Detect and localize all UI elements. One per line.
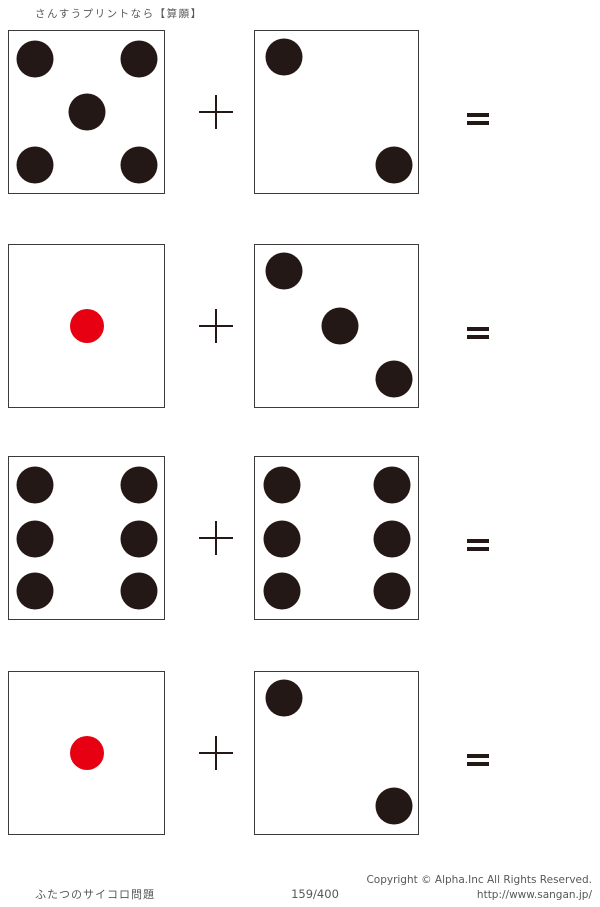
black-pip: [263, 466, 301, 504]
right-die-4-value-2: [254, 671, 419, 835]
plus-icon: [199, 736, 233, 770]
black-pip: [16, 520, 54, 558]
black-pip: [120, 466, 158, 504]
black-pip: [68, 93, 106, 131]
right-die-3-value-6: [254, 456, 419, 620]
problem-row-4: [0, 671, 600, 835]
equals-icon: [467, 113, 489, 125]
black-pip: [16, 572, 54, 610]
worksheet-type-label: ふたつのサイコロ問題: [35, 888, 155, 901]
black-pip: [120, 40, 158, 78]
black-pip: [373, 572, 411, 610]
left-die-4-value-1: [8, 671, 165, 835]
plus-icon: [199, 95, 233, 129]
black-pip: [120, 146, 158, 184]
black-pip: [375, 787, 413, 825]
left-die-3-value-6: [8, 456, 165, 620]
copyright-block: Copyright © Alpha.Inc All Rights Reserve…: [366, 873, 592, 903]
equals-icon: [467, 754, 489, 766]
black-pip: [265, 38, 303, 76]
black-pip: [321, 307, 359, 345]
black-pip: [16, 146, 54, 184]
left-die-1-value-5: [8, 30, 165, 194]
left-die-2-value-1: [8, 244, 165, 408]
plus-icon: [199, 521, 233, 555]
problem-row-3: [0, 456, 600, 620]
page-title: さんすうプリントなら【算願】: [35, 8, 203, 20]
right-die-1-value-2: [254, 30, 419, 194]
black-pip: [373, 466, 411, 504]
black-pip: [375, 360, 413, 398]
black-pip: [16, 40, 54, 78]
black-pip: [263, 520, 301, 558]
black-pip: [120, 572, 158, 610]
red-pip: [70, 309, 105, 343]
plus-icon: [199, 309, 233, 343]
page-number: 159/400: [291, 887, 339, 901]
site-url: http://www.sangan.jp/: [476, 889, 592, 901]
black-pip: [265, 679, 303, 717]
black-pip: [120, 520, 158, 558]
black-pip: [16, 466, 54, 504]
black-pip: [263, 572, 301, 610]
problem-row-2: [0, 244, 600, 408]
red-pip: [70, 736, 105, 770]
black-pip: [265, 252, 303, 290]
equals-icon: [467, 539, 489, 551]
right-die-2-value-3: [254, 244, 419, 408]
black-pip: [375, 146, 413, 184]
black-pip: [373, 520, 411, 558]
problem-row-1: [0, 30, 600, 194]
equals-icon: [467, 327, 489, 339]
copyright-text: Copyright © Alpha.Inc All Rights Reserve…: [366, 874, 592, 886]
